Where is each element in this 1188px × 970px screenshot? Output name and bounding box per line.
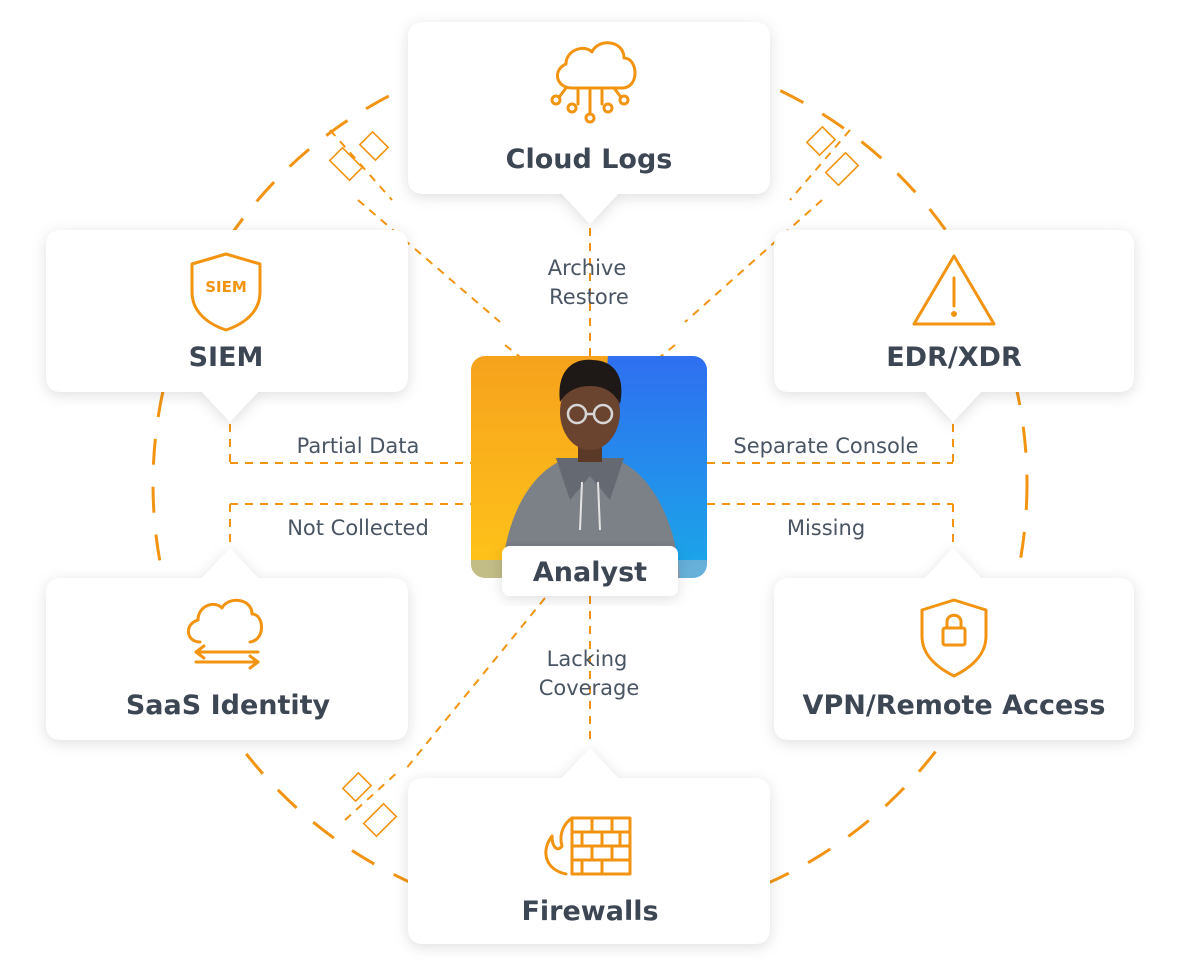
card-vpn-remote-access[interactable]: VPN/Remote Access [774,548,1134,740]
svg-text:SIEM: SIEM [205,278,247,296]
edge-label-coverage: Coverage [539,676,640,700]
edge-label-partial-data: Partial Data [297,434,420,458]
card-siem[interactable]: SIEM SIEM [46,230,408,422]
firewall-icon [544,816,632,876]
connector-icon-top-left [328,129,393,201]
card-cloud-logs[interactable]: Cloud Logs [408,22,770,224]
cloud-network-icon [550,41,637,124]
analyst-tile[interactable]: Analyst [471,356,707,596]
card-edr-xdr[interactable]: EDR/XDR [774,230,1134,422]
card-label-firewalls: Firewalls [521,896,658,927]
cloud-sync-icon [187,598,263,670]
edge-label-separate-console: Separate Console [733,434,918,458]
shield-lock-icon [920,598,988,678]
connector-icon-bottom-left [341,769,401,838]
edge-label-missing: Missing [787,516,865,540]
edge-label-restore: Restore [549,285,629,309]
card-label-saas-identity: SaaS Identity [126,690,331,721]
shield-siem-icon: SIEM [190,252,262,332]
edge-label-lacking: Lacking [547,647,628,671]
analyst-avatar [471,356,707,578]
edge-label-archive: Archive [548,256,627,280]
connector-icon-top-right [789,125,860,201]
card-firewalls[interactable]: Firewalls [408,748,770,944]
card-label-cloud-logs: Cloud Logs [506,144,673,175]
warning-triangle-icon [912,254,996,326]
card-saas-identity[interactable]: SaaS Identity [46,548,408,740]
edge-label-not-collected: Not Collected [287,516,429,540]
card-label-siem: SIEM [189,342,264,373]
connector-lines [229,199,954,771]
card-label-edr-xdr: EDR/XDR [886,342,1022,373]
analyst-label: Analyst [533,557,647,588]
card-label-vpn-remote-access: VPN/Remote Access [803,690,1106,721]
